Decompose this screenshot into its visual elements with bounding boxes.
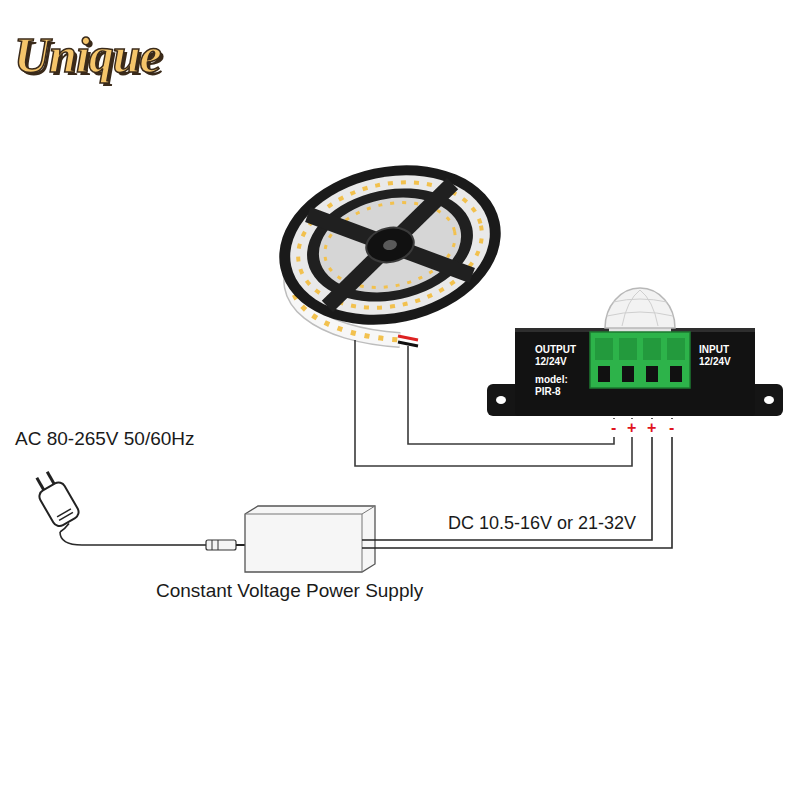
polarity-mark: + [626, 419, 637, 437]
reel-face [296, 174, 483, 317]
ac-cord [236, 544, 245, 546]
terminal-hole [646, 366, 658, 382]
terminal-hole [622, 366, 634, 382]
plug-cord [60, 524, 69, 532]
reel-rim [264, 145, 516, 344]
terminal-slot [643, 338, 661, 360]
terminal-block [590, 332, 690, 388]
polarity-mark: - [668, 419, 675, 437]
model-label: model: PIR-8 [535, 374, 568, 397]
terminal-label: OUTPUT 12/24V [535, 344, 576, 367]
plug-grip [57, 509, 71, 517]
polarity-mark: + [646, 419, 657, 437]
bin-icon-part [756, 345, 770, 362]
cord-strain-relief [206, 540, 236, 550]
terminal-slot [619, 338, 637, 360]
psu-box [245, 506, 375, 572]
wire [440, 418, 672, 548]
polarity-mark: - [610, 419, 617, 437]
reel [264, 145, 516, 344]
relief-ring [218, 540, 219, 550]
reel-hole [382, 239, 398, 252]
power-supply: Constant Voltage Power Supply [140, 500, 440, 607]
terminal-hole [670, 366, 682, 382]
ac-cord [140, 544, 206, 546]
wire [60, 532, 140, 545]
black-lead [398, 342, 418, 346]
psu-edges [245, 506, 375, 572]
reel-spoke [308, 184, 472, 307]
wire [440, 418, 652, 540]
dc-cable [362, 539, 440, 541]
pir-dome [605, 288, 675, 328]
psu-caption: Constant Voltage Power Supply [156, 580, 423, 603]
reel-hub [363, 223, 417, 266]
wound-strip [277, 157, 503, 332]
controller-drawing [487, 278, 783, 418]
plug-node: AC 80-265V 50/60Hz [15, 428, 199, 532]
dome-facets [607, 290, 673, 326]
reel-spoke [308, 184, 472, 307]
terminal-slot [667, 338, 685, 360]
voltage-label: DC 10.5-16V or 21-32V [446, 513, 638, 534]
controller-body [515, 328, 755, 416]
mounting-hole [764, 396, 774, 404]
reel-window-leds [317, 191, 463, 299]
terminal-label: INPUT 12/24V [699, 344, 731, 367]
wound-leds [286, 166, 493, 324]
controller-box: OUTPUT 12/24V model: PIR-8 INPUT 12/24V [487, 278, 783, 418]
plug-grip [59, 512, 73, 520]
terminal-hole [598, 366, 610, 382]
plug [30, 468, 81, 529]
brand-logo: Unique [14, 26, 161, 84]
led-reel [264, 145, 516, 346]
reel-window [310, 185, 470, 305]
cable [60, 532, 140, 545]
terminal-slot [595, 338, 613, 360]
ac-rating: AC 80-265V 50/60Hz [15, 428, 195, 451]
dc-cable [362, 547, 440, 549]
mounting-hole [496, 396, 506, 404]
cable [440, 418, 672, 548]
bin-icon [756, 345, 770, 362]
relief-ring [212, 540, 213, 550]
plug-body [37, 480, 81, 529]
psu-drawing [140, 500, 440, 580]
red-lead [398, 336, 418, 340]
